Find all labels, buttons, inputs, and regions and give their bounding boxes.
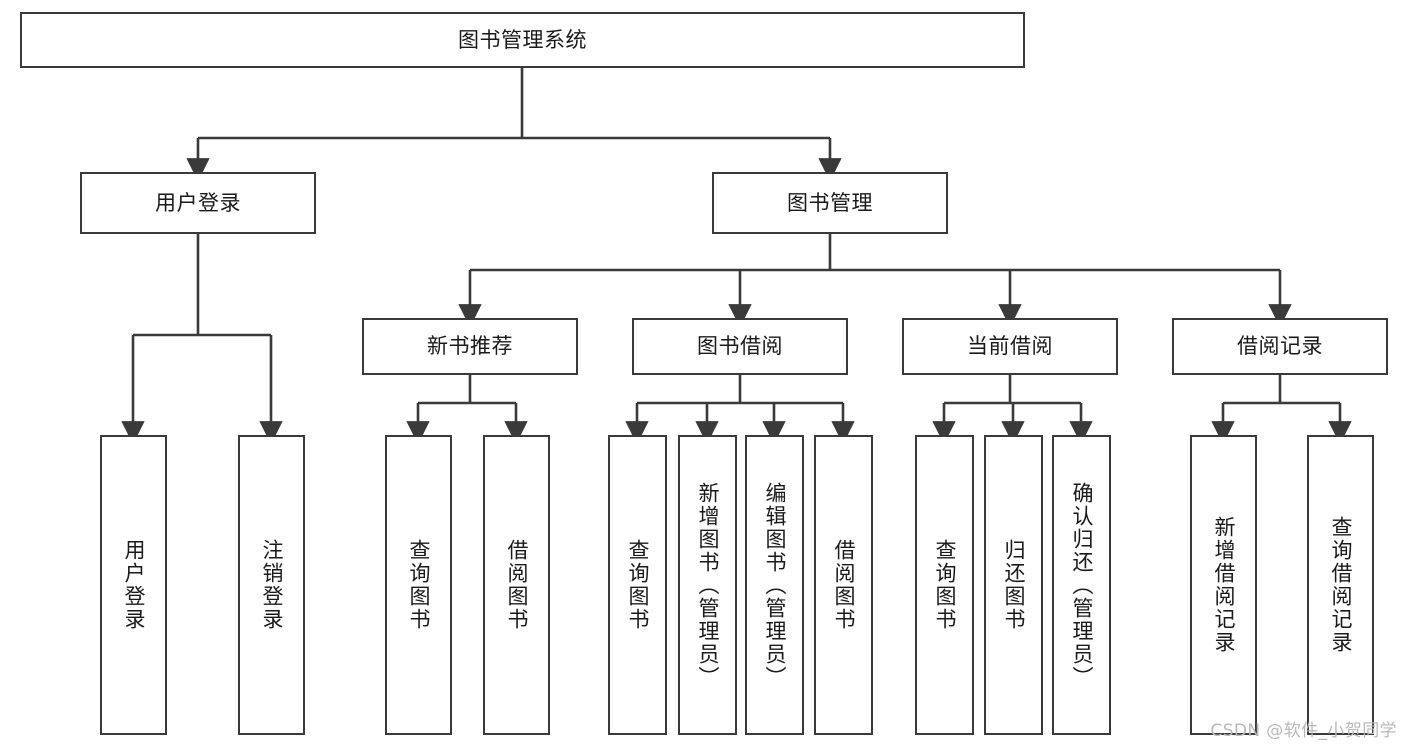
leaf-query-book-current-label: 查询图书 <box>933 539 957 631</box>
node-current-borrow[interactable]: 当前借阅 <box>902 318 1118 375</box>
leaf-query-book-current[interactable]: 查询图书 <box>915 435 974 735</box>
node-current-borrow-label: 当前借阅 <box>967 334 1053 359</box>
leaf-query-borrow-record[interactable]: 查询借阅记录 <box>1307 435 1374 735</box>
node-new-book-recommend-label: 新书推荐 <box>427 334 513 359</box>
node-book-borrow[interactable]: 图书借阅 <box>632 318 848 375</box>
leaf-logout-label: 注销登录 <box>260 539 284 631</box>
node-book-management[interactable]: 图书管理 <box>712 172 948 234</box>
leaf-add-book-admin[interactable]: 新增图书（管理员） <box>678 435 737 735</box>
node-root[interactable]: 图书管理系统 <box>20 12 1025 68</box>
csdn-watermark: CSDN @软件_小贺同学 <box>1210 721 1397 741</box>
node-book-borrow-label: 图书借阅 <box>697 334 783 359</box>
leaf-user-login-label: 用户登录 <box>122 539 146 631</box>
node-user-login-label: 用户登录 <box>155 190 241 215</box>
leaf-query-book-borrow[interactable]: 查询图书 <box>608 435 667 735</box>
leaf-confirm-return-admin[interactable]: 确认归还（管理员） <box>1052 435 1111 735</box>
leaf-query-book-new[interactable]: 查询图书 <box>385 435 452 735</box>
leaf-borrow-book[interactable]: 借阅图书 <box>814 435 873 735</box>
leaf-borrow-book-label: 借阅图书 <box>832 539 856 631</box>
leaf-query-book-borrow-label: 查询图书 <box>626 539 650 631</box>
leaf-edit-book-admin-label: 编辑图书（管理员） <box>763 481 787 689</box>
leaf-add-borrow-record-label: 新增借阅记录 <box>1212 516 1236 654</box>
node-user-login[interactable]: 用户登录 <box>80 172 316 234</box>
leaf-return-book[interactable]: 归还图书 <box>984 435 1043 735</box>
node-book-management-label: 图书管理 <box>787 190 873 215</box>
node-borrow-record[interactable]: 借阅记录 <box>1172 318 1388 375</box>
leaf-edit-book-admin[interactable]: 编辑图书（管理员） <box>745 435 804 735</box>
leaf-add-book-admin-label: 新增图书（管理员） <box>696 481 720 689</box>
leaf-user-login[interactable]: 用户登录 <box>100 435 167 735</box>
leaf-query-book-new-label: 查询图书 <box>407 539 431 631</box>
leaf-confirm-return-admin-label: 确认归还（管理员） <box>1070 481 1094 689</box>
leaf-borrow-book-new-label: 借阅图书 <box>505 539 529 631</box>
leaf-add-borrow-record[interactable]: 新增借阅记录 <box>1190 435 1257 735</box>
leaf-borrow-book-new[interactable]: 借阅图书 <box>483 435 550 735</box>
leaf-query-borrow-record-label: 查询借阅记录 <box>1329 516 1353 654</box>
node-root-label: 图书管理系统 <box>458 27 587 52</box>
leaf-logout[interactable]: 注销登录 <box>238 435 305 735</box>
leaf-return-book-label: 归还图书 <box>1002 539 1026 631</box>
node-borrow-record-label: 借阅记录 <box>1237 334 1323 359</box>
node-new-book-recommend[interactable]: 新书推荐 <box>362 318 578 375</box>
